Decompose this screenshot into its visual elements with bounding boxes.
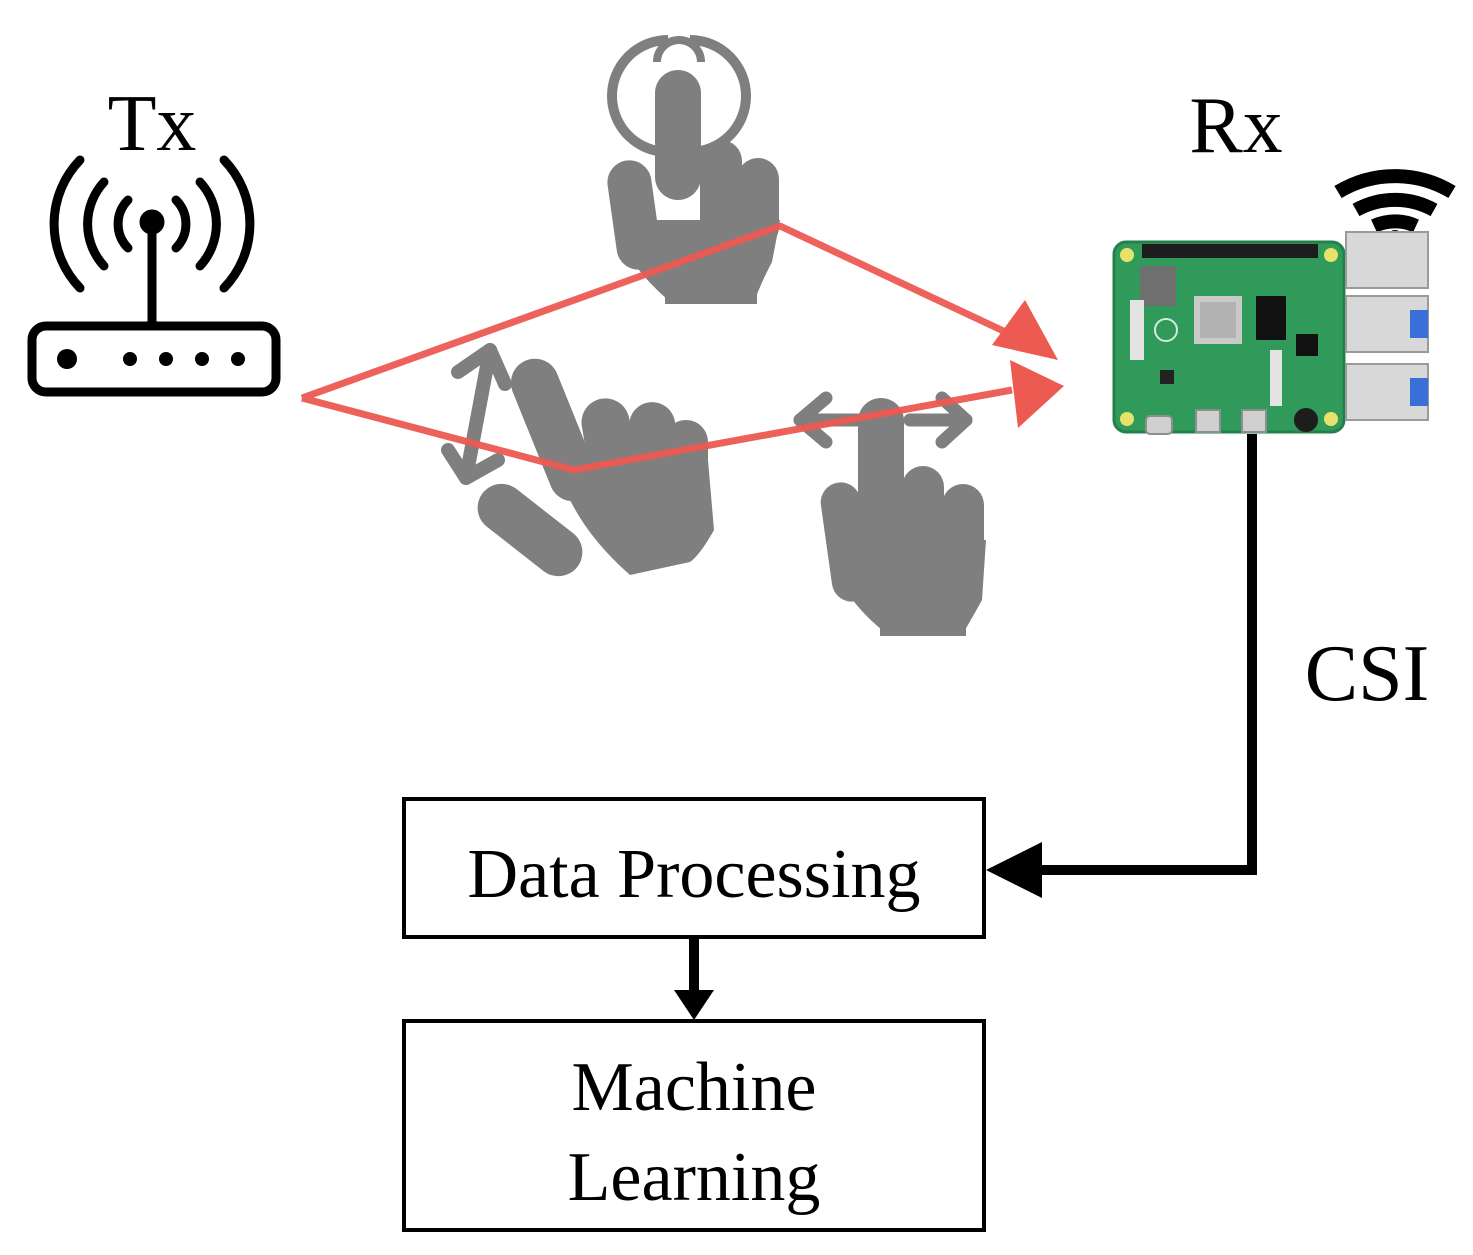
rx-label: Rx xyxy=(1189,82,1282,170)
data-processing-box xyxy=(402,797,986,939)
machine-learning-label-line2: Learning xyxy=(568,1139,821,1216)
wifi-signal-icon xyxy=(1334,169,1456,246)
data-processing-label: Data Processing xyxy=(468,836,921,913)
arrowhead-top xyxy=(992,300,1058,360)
signal-paths xyxy=(300,222,1014,474)
csi-arrowhead xyxy=(986,842,1042,898)
swipe-gesture-icon xyxy=(793,391,986,636)
csi-connector-line xyxy=(1036,434,1257,875)
tx-label: Tx xyxy=(108,80,197,168)
push-pull-gesture-icon xyxy=(441,343,714,577)
signal-arrowheads xyxy=(992,300,1064,428)
processing-to-learning-arrowhead xyxy=(674,990,714,1020)
tap-gesture-icon xyxy=(607,35,780,304)
reflected-signal-top xyxy=(300,222,1014,402)
machine-learning-box xyxy=(402,1019,986,1232)
arrowhead-bottom xyxy=(1010,360,1064,428)
raspberry-pi-board-icon xyxy=(1112,231,1429,435)
wifi-router-icon xyxy=(27,155,281,397)
machine-learning-label-line1: Machine xyxy=(572,1049,817,1126)
csi-label: CSI xyxy=(1305,630,1430,718)
reflected-signal-bottom xyxy=(301,386,1013,474)
